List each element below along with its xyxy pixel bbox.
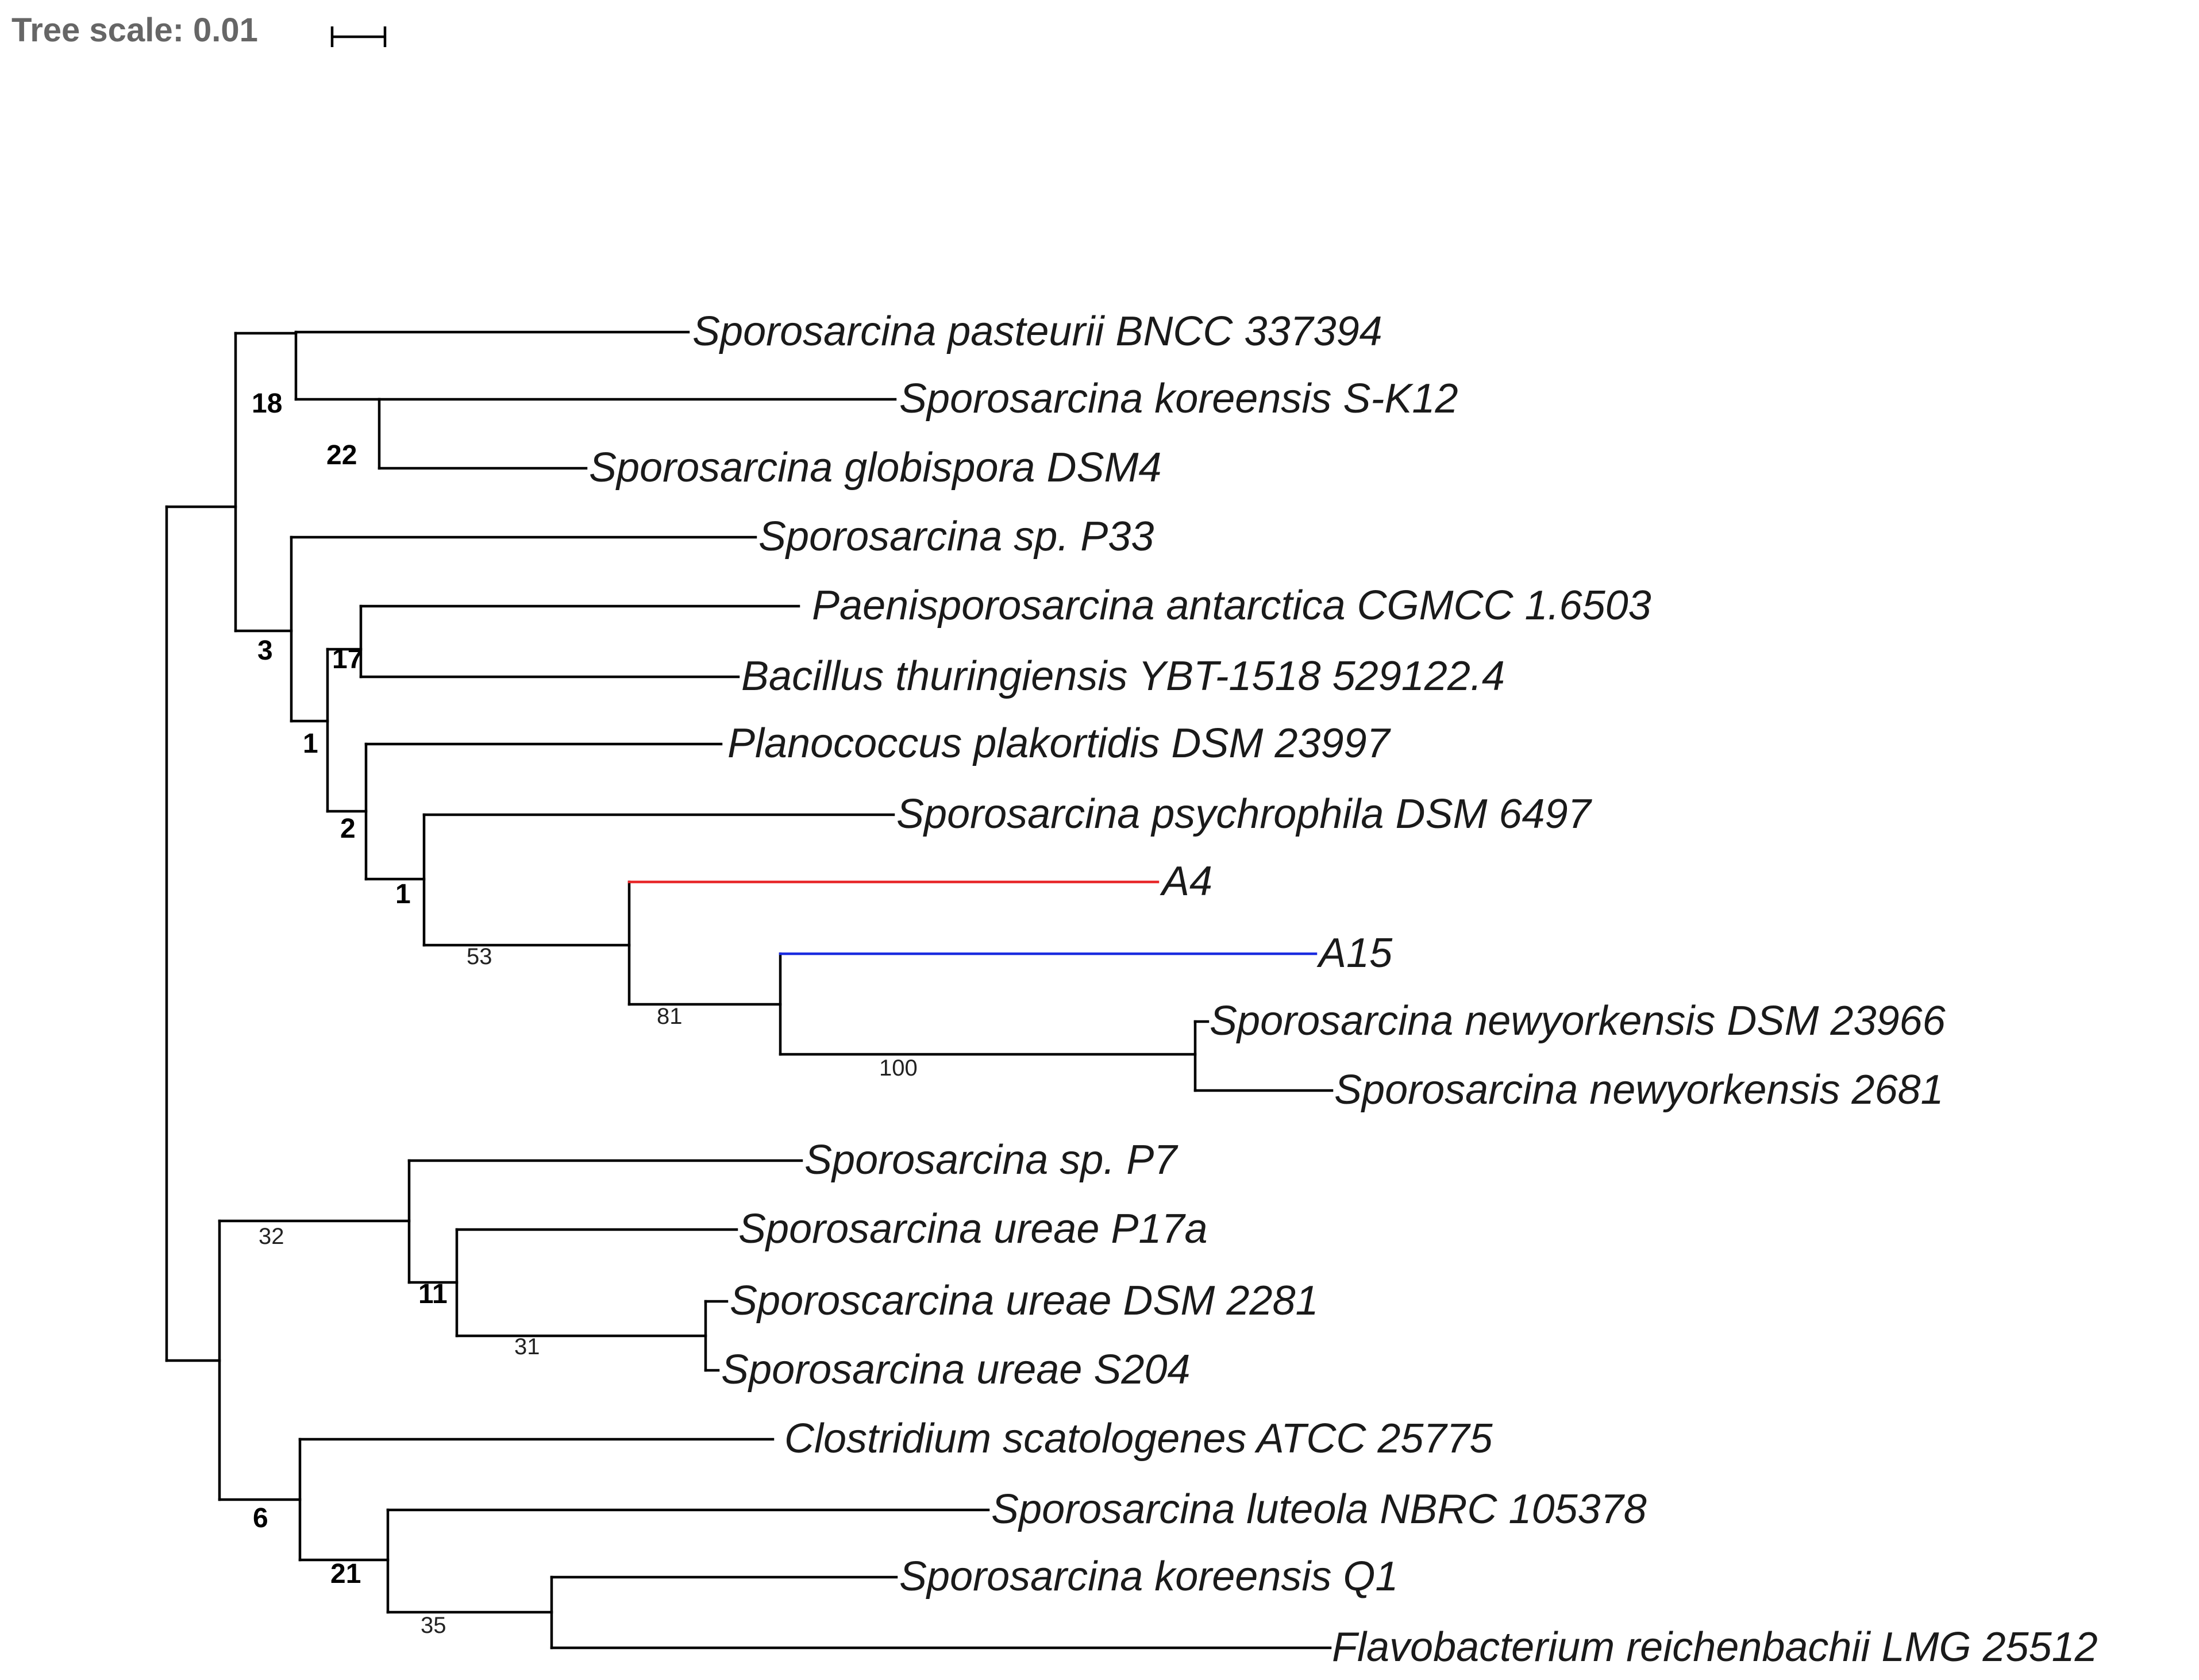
bootstrap-node-53: 53 <box>467 944 492 969</box>
tree-scale-label: Tree scale: 0.01 <box>11 11 258 49</box>
leaf-label-thuringiensis: Bacillus thuringiensis YBT-1518 529122.4 <box>741 653 1505 699</box>
tree-scale-bar <box>330 26 387 47</box>
bootstrap-node-35: 35 <box>421 1613 446 1638</box>
leaf-label-newyorkensis-2681: Sporosarcina newyorkensis 2681 <box>1334 1067 1944 1113</box>
leaf-label-a15: A15 <box>1316 930 1393 976</box>
bootstrap-node-6: 6 <box>253 1503 268 1533</box>
leaf-label-a4: A4 <box>1160 858 1212 904</box>
bootstrap-values: 18 22 3 17 1 2 1 53 81 100 32 11 31 6 21… <box>252 388 918 1638</box>
leaf-label-sp-p33: Sporosarcina sp. P33 <box>758 514 1154 560</box>
tree-scale-legend: Tree scale: 0.01 <box>11 11 387 49</box>
tree-branches <box>165 330 1334 1650</box>
leaf-label-newyorkensis-dsm: Sporosarcina newyorkensis DSM 23966 <box>1210 998 1946 1044</box>
bootstrap-node-18: 18 <box>252 388 282 419</box>
bootstrap-node-81: 81 <box>657 1004 683 1029</box>
leaf-label-sp-p7: Sporosarcina sp. P7 <box>804 1137 1179 1183</box>
bootstrap-node-3: 3 <box>257 635 273 666</box>
leaf-label-globispora: Sporosarcina globispora DSM4 <box>589 445 1162 491</box>
bootstrap-node-1a: 1 <box>303 729 318 759</box>
leaf-label-luteola: Sporosarcina luteola NBRC 105378 <box>991 1486 1647 1532</box>
leaf-label-koreensis-q1: Sporosarcina koreensis Q1 <box>899 1554 1398 1600</box>
leaf-label-antarctica: Paenisporosarcina antarctica CGMCC 1.650… <box>812 583 1651 629</box>
bootstrap-node-100: 100 <box>879 1055 918 1081</box>
bootstrap-node-1b: 1 <box>395 879 411 910</box>
leaf-labels: Sporosarcina pasteurii BNCC 337394 Sporo… <box>589 309 2098 1670</box>
bootstrap-node-17: 17 <box>332 644 363 675</box>
leaf-label-scatologenes: Clostridium scatologenes ATCC 25775 <box>784 1416 1493 1462</box>
leaf-label-plakortidis: Planococcus plakortidis DSM 23997 <box>727 720 1392 766</box>
leaf-label-psychrophila: Sporosarcina psychrophila DSM 6497 <box>896 791 1593 837</box>
bootstrap-node-21: 21 <box>330 1559 361 1589</box>
leaf-label-ureae-p17a: Sporosarcina ureae P17a <box>738 1206 1208 1252</box>
bootstrap-node-31: 31 <box>514 1334 540 1359</box>
leaf-label-ureae-s204: Sporosarcina ureae S204 <box>721 1347 1191 1393</box>
leaf-label-koreensis-sk12: Sporosarcina koreensis S-K12 <box>899 376 1458 422</box>
leaf-label-reichenbachii: Flavobacterium reichenbachii LMG 25512 <box>1332 1624 2098 1670</box>
bootstrap-node-32: 32 <box>259 1224 284 1249</box>
leaf-label-ureae-dsm2281: Sporoscarcina ureae DSM 2281 <box>730 1278 1319 1324</box>
leaf-label-pasteurii: Sporosarcina pasteurii BNCC 337394 <box>692 309 1382 355</box>
bootstrap-node-11: 11 <box>418 1279 448 1309</box>
bootstrap-node-22: 22 <box>326 440 357 471</box>
bootstrap-node-2: 2 <box>340 814 356 844</box>
